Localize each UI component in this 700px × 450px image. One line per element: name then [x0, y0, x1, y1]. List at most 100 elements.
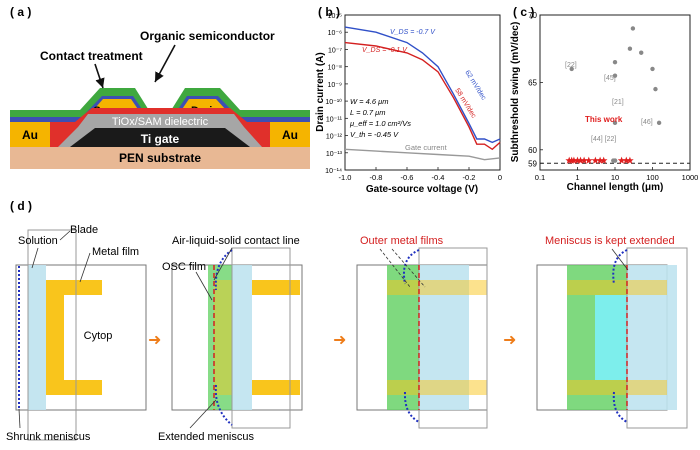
- c-literature-point: [612, 73, 618, 78]
- contact-treatment-arrow: [94, 63, 105, 89]
- c-this-work-star: [626, 156, 634, 164]
- chart-b-ylabel: Drain current (A): [315, 52, 326, 131]
- organic-semiconductor-label: Organic semiconductor: [140, 29, 275, 43]
- c-ytick-label: 70: [528, 11, 537, 20]
- contact-treatment-label: Contact treatment: [40, 49, 143, 63]
- this-work-label: This work: [585, 115, 623, 124]
- extended-meniscus-bottom: [214, 384, 233, 426]
- param-l: L = 0.7 μm: [350, 108, 385, 117]
- b-ytick-label: 10⁻⁸: [328, 65, 342, 72]
- c-literature-point: [639, 50, 644, 55]
- b-ytick-label: 10⁻¹⁰: [325, 98, 342, 106]
- b-ytick-label: 10⁻⁷: [328, 47, 342, 54]
- au-label-left: Au: [22, 128, 38, 142]
- b-series-line-0: [344, 26, 501, 144]
- step-arrow-2: ➜: [333, 332, 346, 349]
- panel-label-b: ( b ): [318, 5, 340, 19]
- chart-c-ylabel: Subthreshold swing (mV/dec): [510, 22, 521, 163]
- gate-current-annotation: Gate current: [405, 143, 448, 152]
- step-4: Meniscus is kept extended: [536, 235, 688, 429]
- chart-c-frame: [539, 14, 691, 171]
- c-literature-point: [650, 66, 655, 72]
- panel-a: ( a ) PEN substrate Source Drain Au Au T…: [10, 5, 310, 169]
- c-literature-point: [656, 120, 662, 126]
- c-xtick-label: 10: [611, 173, 619, 182]
- c-this-work-star: [573, 156, 582, 164]
- b-ytick-label: 10⁻⁶: [328, 30, 342, 37]
- b-xtick-label: -0.4: [432, 173, 445, 182]
- ref-46: [46]: [641, 119, 653, 126]
- step-1: Cytop Solution Blade Metal film Shrunk m…: [6, 224, 147, 443]
- contact-line-label: Air-liquid-solid contact line: [172, 235, 300, 247]
- c-this-work-star: [570, 156, 578, 164]
- step-2: Air-liquid-solid contact line OSC film E…: [158, 235, 303, 443]
- c-literature-point: [612, 120, 618, 126]
- step-arrow-1: ➜: [148, 332, 161, 349]
- panel-label-a: ( a ): [10, 5, 31, 19]
- cytop-label: Cytop: [84, 330, 113, 342]
- c-literature-point: [653, 86, 658, 92]
- chart-b-y-ticks: 10⁻⁵10⁻⁶10⁻⁷10⁻⁸10⁻⁹10⁻¹⁰10⁻¹¹10⁻¹²10⁻¹³…: [325, 13, 348, 175]
- b-ytick-label: 10⁻¹¹: [326, 116, 343, 123]
- c-xtick-label: 1000: [682, 173, 699, 182]
- pen-substrate-label: PEN substrate: [119, 151, 201, 165]
- chart-c-xlabel: Channel length (μm): [567, 182, 664, 193]
- pen-substrate-layer: [10, 147, 310, 169]
- ti-gate-label: Ti gate: [141, 132, 180, 146]
- outer-metal-films-label: Outer metal films: [360, 235, 444, 247]
- chart-b-frame: [344, 14, 501, 171]
- chart-c-points: [565, 26, 662, 164]
- solution-label: Solution: [18, 235, 58, 247]
- b-ytick-label: 10⁻¹³: [326, 151, 343, 158]
- c-literature-point: [627, 46, 633, 51]
- c-ytick-label: 59: [528, 159, 537, 168]
- c-literature-point: [612, 158, 618, 163]
- c-this-work-star: [622, 156, 631, 164]
- chart-b-xlabel: Gate-source voltage (V): [366, 184, 478, 195]
- c-xtick-label: 1: [575, 173, 579, 182]
- param-vth: V_th = -0.45 V: [350, 130, 399, 139]
- blade-label: Blade: [70, 224, 98, 236]
- b-xtick-label: -0.8: [370, 173, 383, 182]
- b-ytick-label: 10⁻⁵: [328, 13, 342, 20]
- c-literature-point: [612, 59, 618, 65]
- b-xtick-label: -1.0: [339, 173, 352, 182]
- c-this-work-star: [576, 156, 585, 164]
- param-mu: μ_eff = 1.0 cm²/Vs: [349, 119, 411, 128]
- param-w: W = 4.6 μm: [350, 97, 389, 106]
- ref-21: [21]: [612, 99, 624, 106]
- organic-semiconductor-layer: [10, 88, 310, 118]
- panel-label-c: ( c ): [513, 5, 534, 19]
- shrunk-meniscus-label: Shrunk meniscus: [6, 431, 91, 443]
- panel-label-d: ( d ): [10, 199, 32, 213]
- extended-meniscus-top: [214, 249, 233, 291]
- dielectric-label: TiOx/SAM dielectric: [112, 116, 209, 128]
- b-ytick-label: 10⁻⁹: [328, 82, 342, 89]
- c-literature-point: [630, 26, 636, 31]
- osc-film-label: OSC film: [162, 261, 206, 273]
- b-xtick-label: 0: [498, 173, 502, 182]
- panel-d: ( d ) Cytop Solution Blade Metal film Sh…: [6, 199, 688, 443]
- ss1-annotation: 62 mV/dec: [463, 69, 487, 102]
- b-series-line-2: [344, 148, 501, 161]
- ref-45: [45]: [604, 75, 616, 82]
- vds1-annotation: V_DS = -0.7 V: [390, 29, 436, 36]
- metal-film-spine: [46, 280, 64, 395]
- c-ytick-label: 65: [528, 78, 537, 87]
- ti-gate-layer: [70, 128, 250, 147]
- c-ytick-label: 60: [528, 146, 537, 155]
- meniscus-extended-label: Meniscus is kept extended: [545, 235, 675, 247]
- step-arrow-3: ➜: [503, 332, 516, 349]
- c-xtick-label: 0.1: [535, 173, 545, 182]
- metal-film-bottom: [46, 380, 102, 395]
- c-this-work-star: [585, 156, 593, 164]
- b-series-line-1: [344, 41, 501, 151]
- c-this-work-star: [591, 156, 600, 164]
- c-this-work-star: [599, 156, 608, 164]
- c-literature-point: [569, 66, 574, 72]
- step-3: Outer metal films: [356, 235, 488, 429]
